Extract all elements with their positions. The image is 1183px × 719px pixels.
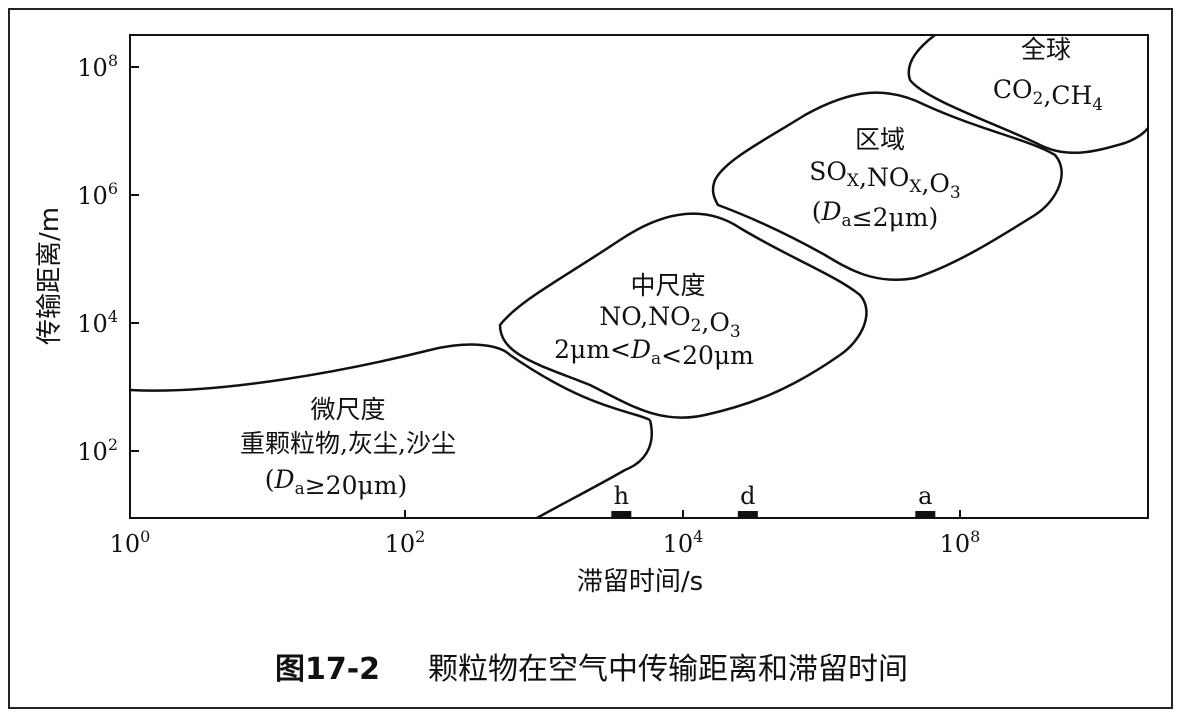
plot-area [129, 34, 1149, 519]
region-label: SOX,NOX,O3 [809, 157, 960, 203]
y-tick-label: 108 [77, 51, 118, 82]
time-marker-label: a [918, 482, 932, 510]
figure-frame [8, 8, 1173, 709]
region-label: 全球 [1021, 35, 1071, 64]
y-axis-label: 传输距离/m [35, 207, 65, 345]
time-marker-label: h [614, 482, 629, 510]
region-label: 中尺度 [630, 271, 705, 300]
x-axis: 100 102 104 108 [110, 510, 981, 558]
micro-scale-boundary [129, 343, 653, 520]
x-tick-label: 100 [110, 527, 151, 558]
x-tick-label: 104 [663, 527, 704, 558]
region-label: 微尺度 [310, 395, 385, 424]
region-label: 2μm<Da<20μm [554, 335, 754, 370]
region-label: 区域 [855, 125, 905, 154]
global-scale-boundary [907, 34, 1149, 155]
region-label: (Da≥20μm) [265, 465, 407, 500]
region-boundaries [129, 34, 1149, 520]
time-marker [915, 511, 936, 518]
x-tick-label: 108 [940, 527, 981, 558]
region-label: NO,NO2,O3 [599, 302, 740, 342]
y-tick-label: 102 [77, 435, 118, 466]
region-label: 重颗粒物,灰尘,沙尘 [240, 429, 456, 458]
time-marker-label: d [740, 482, 755, 510]
time-marker [737, 511, 758, 518]
x-axis-label: 滞留时间/s [577, 567, 703, 597]
x-tick-label: 102 [385, 527, 426, 558]
y-tick-label: 106 [77, 179, 118, 210]
time-marker [611, 511, 632, 518]
figure-caption: 图17-2 颗粒物在空气中传输距离和滞留时间 [0, 644, 1183, 688]
caption-text: 颗粒物在空气中传输距离和滞留时间 [428, 652, 909, 687]
y-axis: 102 104 106 108 [77, 51, 139, 466]
chart: 微尺度 重颗粒物,灰尘,沙尘 (Da≥20μm) 中尺度 NO,NO2,O3 2… [35, 34, 1149, 597]
meso-scale-boundary [498, 212, 868, 419]
regional-scale-boundary [711, 91, 1063, 281]
region-label: (Da≤2μm) [812, 197, 939, 232]
region-labels: 微尺度 重颗粒物,灰尘,沙尘 (Da≥20μm) 中尺度 NO,NO2,O3 2… [240, 35, 1103, 500]
y-tick-label: 104 [77, 307, 118, 338]
figure-number: 图17-2 [274, 652, 381, 687]
region-label: CO2,CH4 [993, 75, 1103, 115]
